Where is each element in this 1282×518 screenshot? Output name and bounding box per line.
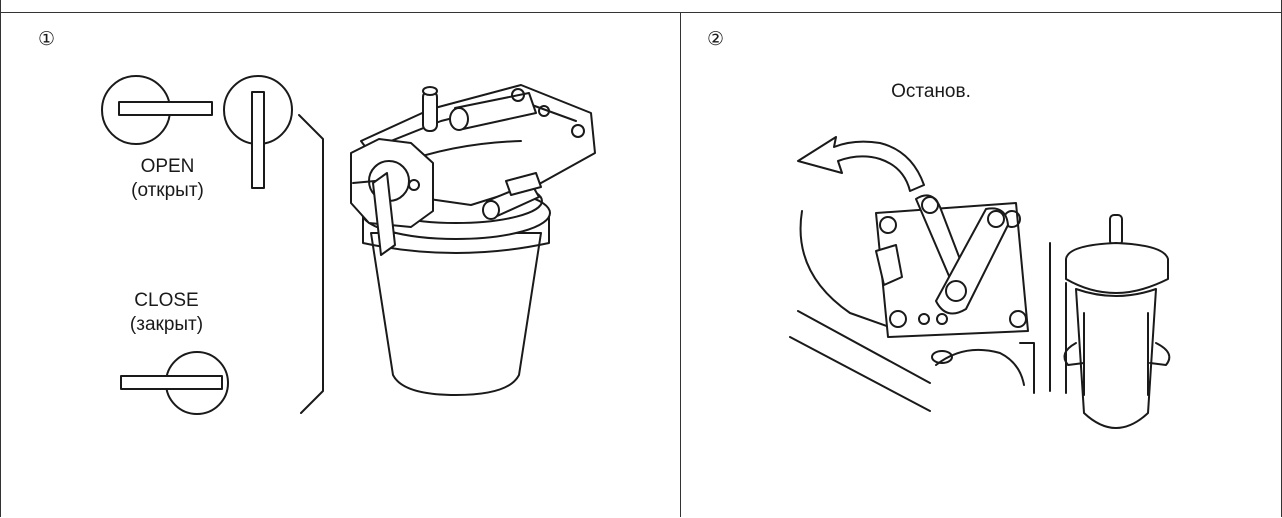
panel-stop-lever: ② Останов.	[680, 12, 1282, 517]
close-knob-bar	[120, 375, 223, 390]
engine-outline	[799, 210, 913, 336]
open-knob-bar-2	[251, 91, 265, 189]
stop-lever-illustration	[789, 136, 1171, 429]
open-label-en: OPEN	[140, 156, 195, 177]
close-label: CLOSE (закрыт)	[104, 289, 229, 337]
lever-long	[935, 207, 1009, 315]
filter-cup	[1063, 214, 1171, 429]
open-knob-bar-1	[118, 101, 213, 116]
pipe-lines	[789, 310, 931, 412]
open-label: OPEN (открыт)	[105, 155, 230, 203]
panel-fuel-cock: ① OPEN (открыт) CLOSE (закрыт)	[0, 12, 681, 517]
close-label-en: CLOSE	[134, 290, 199, 311]
stop-label: Останов.	[891, 81, 971, 102]
open-label-ru: (открыт)	[131, 180, 204, 201]
fuel-filter-illustration	[101, 75, 596, 415]
fuel-filter	[350, 84, 596, 396]
step-number-1: ①	[38, 29, 56, 50]
bracket-line	[298, 114, 324, 414]
table-top-edge	[0, 0, 1282, 12]
step-number-2: ②	[707, 29, 725, 50]
left-edge	[0, 0, 1, 12]
rotate-arrow-icon	[797, 136, 925, 192]
close-label-ru: (закрыт)	[129, 314, 204, 335]
